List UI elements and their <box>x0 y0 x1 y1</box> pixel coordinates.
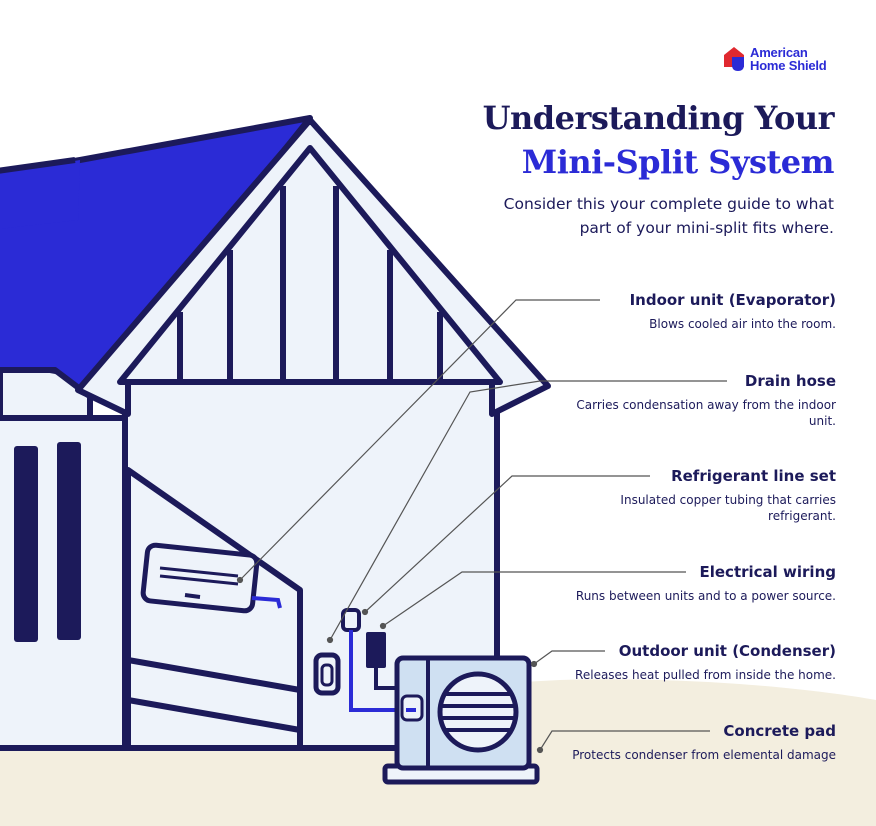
label-drain-hose: Drain hose Carries condensation away fro… <box>546 371 836 429</box>
indoor-unit <box>140 542 260 614</box>
label-title: Concrete pad <box>723 722 836 740</box>
label-description: Releases heat pulled from inside the hom… <box>575 668 836 682</box>
label-description: Insulated copper tubing that carries ref… <box>620 493 836 523</box>
label-refrigerant-line-set: Refrigerant line set Insulated copper tu… <box>586 466 836 524</box>
electrical-box <box>366 632 400 690</box>
label-title: Electrical wiring <box>699 563 837 581</box>
home-shield-icon <box>724 47 744 71</box>
refrigerant-line <box>341 608 410 712</box>
label-indoor-unit: Indoor unit (Evaporator) Blows cooled ai… <box>630 290 836 332</box>
leader-lines <box>236 299 727 754</box>
brand-name-line2: Home Shield <box>750 58 827 73</box>
label-description: Protects condenser from elemental damage <box>572 748 836 762</box>
brand-logo: American Home Shield <box>722 45 842 77</box>
drain-fitting <box>313 652 341 696</box>
label-title: Drain hose <box>744 372 836 390</box>
brand-name-line1: American <box>750 45 808 60</box>
label-description: Runs between units and to a power source… <box>575 589 836 603</box>
label-electrical-wiring: Electrical wiring Runs between units and… <box>576 562 836 604</box>
label-outdoor-unit: Outdoor unit (Condenser) Releases heat p… <box>575 641 836 683</box>
label-concrete-pad: Concrete pad Protects condenser from ele… <box>572 721 836 763</box>
label-title: Refrigerant line set <box>671 467 836 485</box>
page-title: Understanding Your Mini-Split System <box>482 96 835 184</box>
outdoor-unit <box>394 655 532 771</box>
label-description: Blows cooled air into the room. <box>649 317 836 331</box>
title-line2: Mini-Split System <box>521 143 835 181</box>
subtitle: Consider this your complete guide to wha… <box>503 195 834 237</box>
house-left-section <box>0 367 133 751</box>
label-title: Indoor unit (Evaporator) <box>629 291 836 309</box>
label-title: Outdoor unit (Condenser) <box>618 642 836 660</box>
title-line1: Understanding Your <box>482 99 835 137</box>
label-description: Carries condensation away from the indoo… <box>576 398 836 428</box>
